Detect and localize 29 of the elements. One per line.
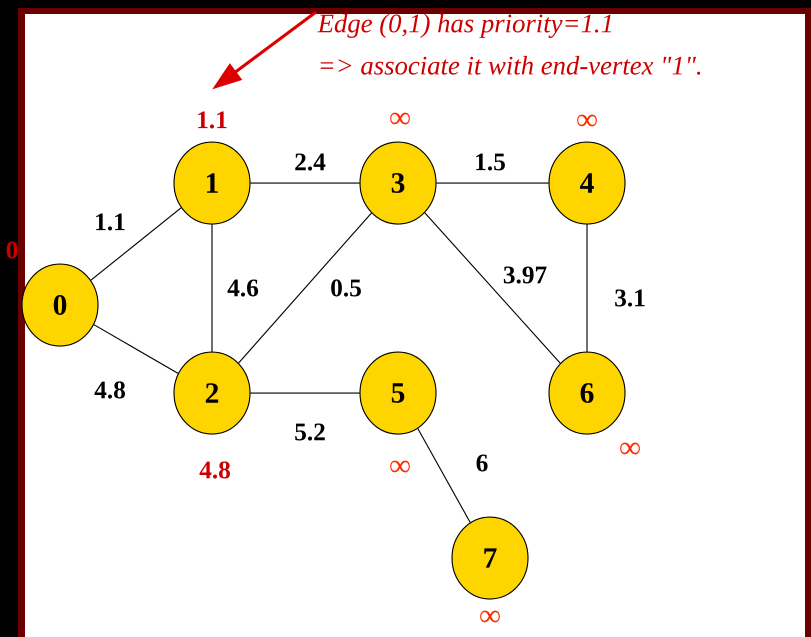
edge-line bbox=[90, 207, 182, 281]
weight-label: 5.2 bbox=[292, 422, 328, 442]
weight-label: 6 bbox=[474, 453, 490, 473]
priority-label: 1.1 bbox=[198, 111, 227, 129]
edge-line bbox=[436, 182, 548, 184]
priority-label: ∞ bbox=[390, 460, 410, 472]
weight-label: 4.6 bbox=[226, 278, 260, 298]
edge-line bbox=[417, 428, 471, 523]
edge-line bbox=[424, 212, 561, 364]
priority-label: ∞ bbox=[480, 610, 500, 622]
annotation-text: Edge (0,1) has priority=1.1 => associate it with end-vertex "1". bbox=[317, 14, 700, 75]
priority-label: 4.8 bbox=[200, 461, 230, 479]
edge-line bbox=[238, 212, 372, 364]
edge-line bbox=[211, 224, 213, 352]
weight-label: 1.1 bbox=[92, 212, 128, 232]
edge-line bbox=[250, 392, 360, 394]
priority-label: 0 bbox=[6, 241, 18, 259]
edge-line bbox=[94, 324, 178, 374]
priority-label: ∞ bbox=[390, 112, 410, 124]
weight-label: 0.5 bbox=[328, 278, 364, 298]
edge-line bbox=[250, 182, 360, 184]
priority-label: ∞ bbox=[620, 442, 640, 454]
weight-label: 2.4 bbox=[292, 152, 328, 172]
weight-label: 1.5 bbox=[472, 152, 508, 172]
weight-label: 3.97 bbox=[501, 265, 549, 285]
priority-label: ∞ bbox=[577, 114, 597, 126]
weight-label: 4.8 bbox=[92, 380, 128, 400]
weight-label: 3.1 bbox=[612, 288, 648, 308]
edge-line bbox=[586, 224, 588, 352]
